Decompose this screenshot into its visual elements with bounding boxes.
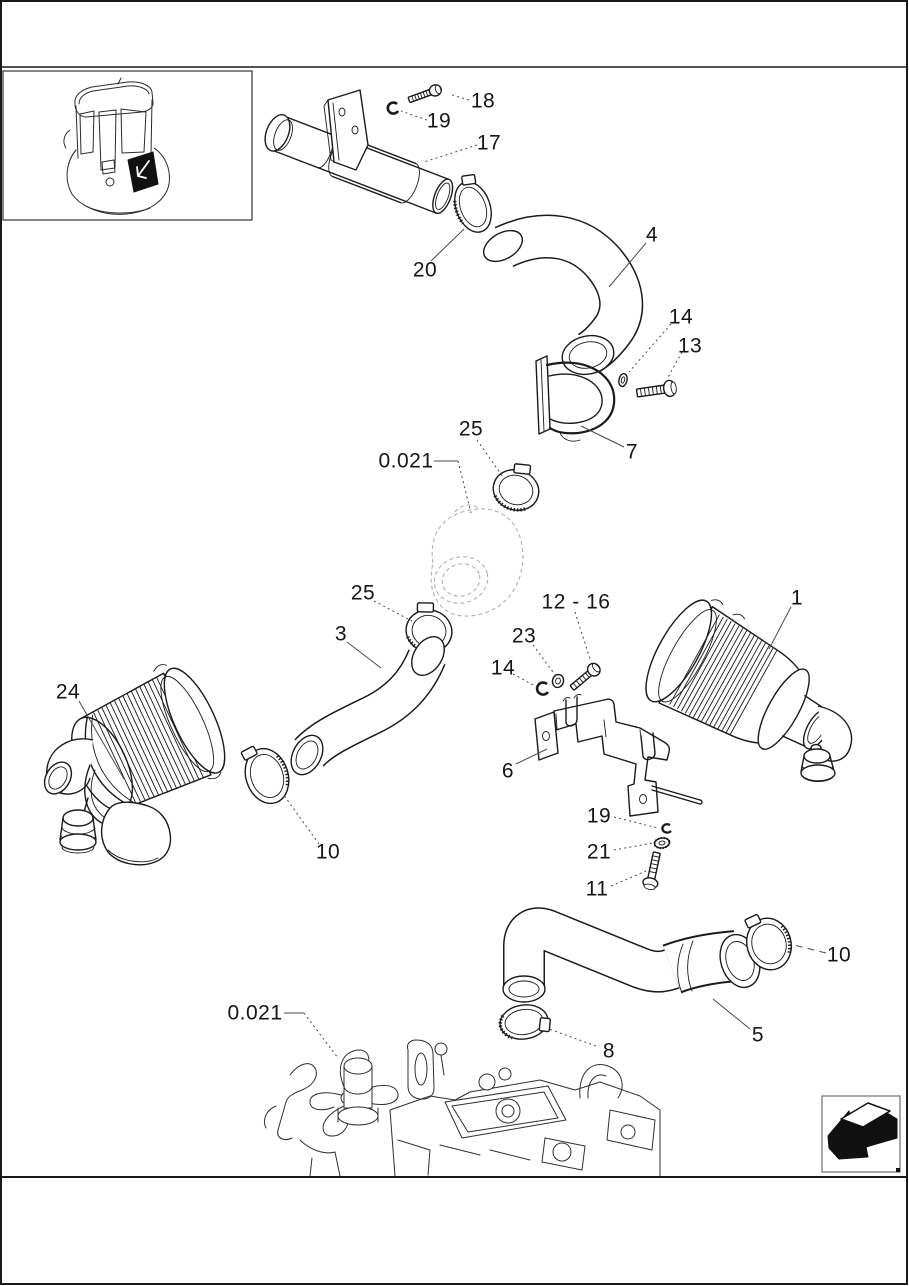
callout-10-right: 10: [826, 943, 852, 967]
callout-20: 20: [412, 258, 438, 282]
part-10-clamp-left: [240, 745, 290, 805]
part-10-clamp-right: [744, 913, 792, 971]
part-20-clamp: [453, 173, 492, 233]
callout-14-upper: 14: [668, 305, 694, 329]
dust-valve-1: [800, 743, 836, 783]
callout-7: 7: [625, 440, 639, 464]
ref-0021-ghost-housing: [430, 504, 524, 617]
callout-21: 21: [586, 840, 612, 864]
part-18-bolt: [407, 84, 442, 104]
callout-4: 4: [645, 223, 659, 247]
callout-19-lower: 19: [586, 804, 612, 828]
callout-25-upper: 25: [458, 417, 484, 441]
part-19-washer-lower: [661, 823, 672, 834]
part-1-air-filter: [645, 599, 853, 783]
callout-19-top: 19: [426, 109, 452, 133]
part-25-clamp-upper: [492, 463, 540, 512]
callout-10-left: 10: [315, 840, 341, 864]
callout-6: 6: [501, 759, 515, 783]
leader-lines: [78, 93, 827, 1059]
dust-valve-24: [59, 797, 97, 854]
part-19-washer: [386, 101, 400, 115]
part-24-air-filter: [43, 664, 226, 866]
part-14-washer-upper: [618, 372, 628, 388]
ref-0021-engine-sketch: [263, 1039, 661, 1176]
callout-0021-engine: 0.021: [227, 1001, 283, 1025]
callout-14-lower: 14: [490, 656, 516, 680]
callout-8: 8: [602, 1039, 616, 1063]
excavator-sketch-icon: [63, 77, 170, 215]
callout-25-lower: 25: [350, 581, 376, 605]
callout-17: 17: [476, 131, 502, 155]
part-6-bracket: [534, 693, 703, 817]
part-7-clamp-bracket: [535, 355, 616, 442]
machine-thumbnail: [2, 70, 253, 221]
part-11-bolt: [642, 851, 661, 891]
part-13-bolt: [635, 379, 677, 398]
part-8-clamp: [498, 1004, 552, 1040]
callout-1: 1: [790, 586, 804, 610]
part-12-16-bolt: [569, 662, 601, 691]
callout-5: 5: [751, 1023, 765, 1047]
callout-18: 18: [470, 89, 496, 113]
part-17-intake-tube: [264, 89, 454, 215]
part-3-hose: [290, 636, 446, 776]
part-21-washer: [653, 836, 671, 850]
callout-12-16: 12 - 16: [541, 590, 611, 614]
part-14-washer-lower: [535, 681, 550, 696]
part-5-hose: [502, 907, 761, 1003]
callout-0021-housing: 0.021: [378, 449, 434, 473]
part-23-washer: [551, 673, 565, 689]
back-arrow-icon[interactable]: [821, 1095, 901, 1173]
callout-13: 13: [677, 334, 703, 358]
callout-3: 3: [334, 622, 348, 646]
callout-23: 23: [511, 624, 537, 648]
callout-11: 11: [585, 877, 609, 901]
part-4-hose: [482, 214, 644, 376]
callout-24: 24: [55, 680, 81, 704]
